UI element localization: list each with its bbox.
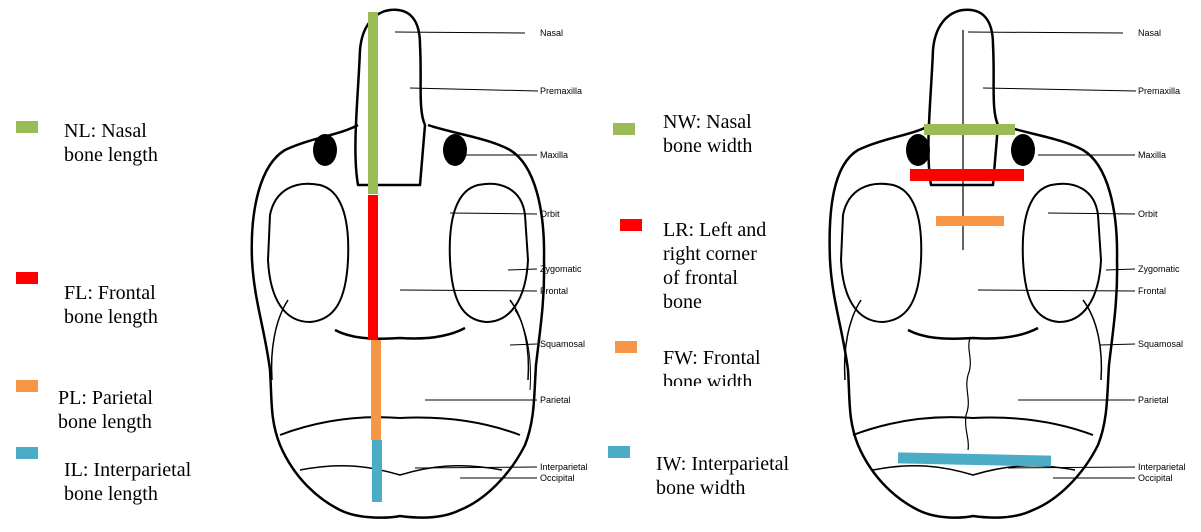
iw-label: IW: Interparietal bone width (656, 452, 789, 500)
pl-label: PL: Parietal bone length (58, 386, 153, 434)
il-label: IL: Interparietal bone length (64, 458, 191, 506)
right-skull-left-foramen (906, 134, 930, 166)
il-swatch (16, 447, 38, 459)
left-label-premaxilla: Premaxilla (540, 86, 582, 96)
fl-swatch (16, 272, 38, 284)
lr-bar (910, 169, 1024, 181)
right-label-occipital: Occipital (1138, 473, 1173, 483)
fw-swatch (615, 341, 637, 353)
fw-bar (936, 216, 1004, 226)
iw-swatch (608, 446, 630, 458)
lr-label: LR: Left and right corner of frontal bon… (663, 218, 766, 326)
left-label-interparietal: Interparietal (540, 462, 588, 472)
left-bone-labels (395, 32, 538, 478)
right-label-maxilla: Maxilla (1138, 150, 1166, 160)
right-label-nasal: Nasal (1138, 28, 1161, 38)
iw-bar (898, 452, 1051, 466)
right-label-parietal: Parietal (1138, 395, 1169, 405)
left-label-parietal: Parietal (540, 395, 571, 405)
left-label-maxilla: Maxilla (540, 150, 568, 160)
pl-bar (371, 340, 381, 440)
left-label-nasal: Nasal (540, 28, 563, 38)
left-label-squamosal: Squamosal (540, 339, 585, 349)
nw-swatch (613, 123, 635, 135)
il-bar (372, 440, 382, 502)
right-label-orbit: Orbit (1138, 209, 1158, 219)
left-label-occipital: Occipital (540, 473, 575, 483)
right-label-interparietal: Interparietal (1138, 462, 1186, 472)
left-label-frontal: Frontal (540, 286, 568, 296)
nl-bar (368, 12, 378, 194)
right-foramen-shape (443, 134, 467, 166)
skull-outline-right (830, 10, 1118, 518)
fw-label: FW: Frontal bone width (663, 346, 761, 386)
skull-outline (252, 10, 544, 518)
left-foramen-shape (313, 134, 337, 166)
lr-swatch (620, 219, 642, 231)
fl-bar (368, 195, 378, 340)
left-skull-diagram: Nasal Premaxilla Maxilla Orbit Zygomatic… (240, 0, 600, 532)
nw-bar (924, 124, 1015, 135)
left-label-zygomatic: Zygomatic (540, 264, 582, 274)
right-label-premaxilla: Premaxilla (1138, 86, 1180, 96)
left-label-orbit: Orbit (540, 209, 560, 219)
right-skull-diagram: Nasal Premaxilla Maxilla Orbit Zygomatic… (838, 0, 1198, 532)
nl-label: NL: Nasal bone length (64, 119, 158, 167)
right-label-zygomatic: Zygomatic (1138, 264, 1180, 274)
right-label-squamosal: Squamosal (1138, 339, 1183, 349)
nl-swatch (16, 121, 38, 133)
right-label-frontal: Frontal (1138, 286, 1166, 296)
fl-label: FL: Frontal bone length (64, 281, 158, 329)
right-skull-right-foramen (1011, 134, 1035, 166)
pl-swatch (16, 380, 38, 392)
nw-label: NW: Nasal bone width (663, 110, 752, 158)
